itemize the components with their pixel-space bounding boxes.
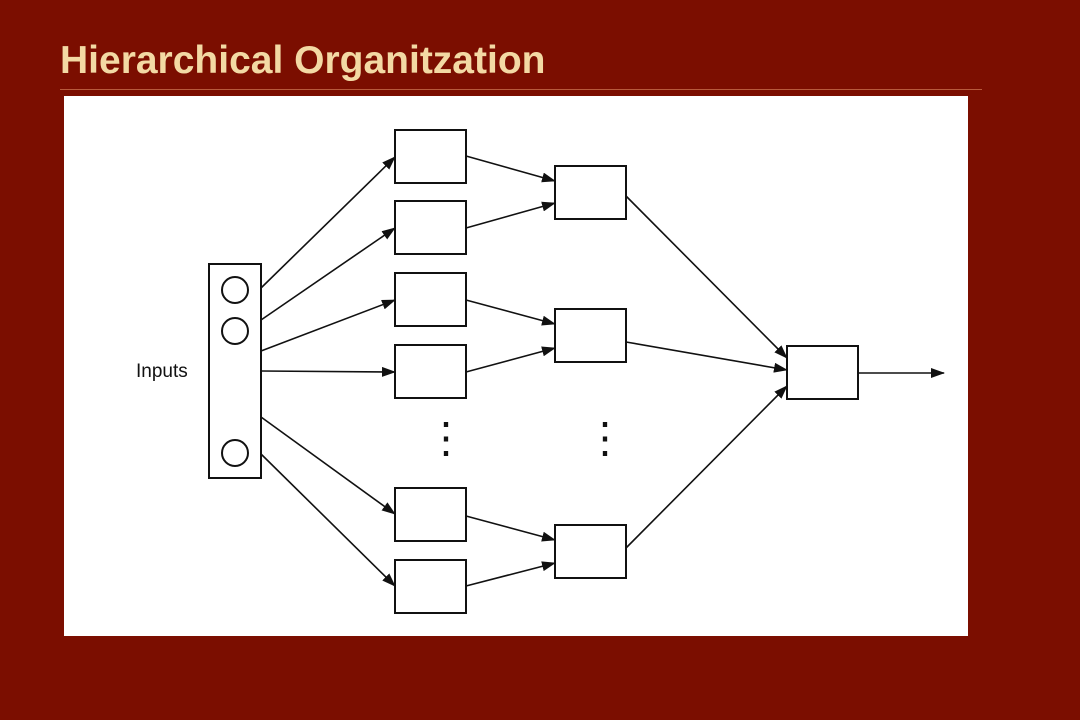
- arrow-input-to-box-2: [260, 227, 396, 321]
- input-container: [208, 263, 262, 479]
- diagram-panel: Inputs: [64, 96, 968, 636]
- arrow-box2-to-l2-1: [465, 201, 556, 229]
- arrow-input-to-box-4: [260, 366, 396, 377]
- arrow-input-to-box-6: [260, 453, 396, 587]
- slide-title: Hierarchical Organitzation: [60, 39, 546, 82]
- layer2-box-2: [554, 308, 627, 363]
- layer2-box-1: [554, 165, 627, 220]
- inputs-label: Inputs: [136, 361, 188, 382]
- hierarchical-network-diagram: Inputs: [136, 129, 945, 614]
- arrow-input-to-box-1: [260, 156, 396, 289]
- output-box: [786, 345, 859, 400]
- ellipsis-layer1: ⋮: [425, 414, 467, 461]
- input-node-2: [221, 317, 249, 345]
- arrow-l2-3-to-output: [625, 385, 788, 549]
- layer1-box-4: [394, 344, 467, 399]
- layer1-box-5: [394, 487, 467, 542]
- input-node-n: [221, 439, 249, 467]
- layer2-box-3: [554, 524, 627, 579]
- arrow-input-to-box-3: [260, 299, 396, 352]
- arrow-box6-to-l2-3: [465, 561, 556, 587]
- title-underline: [60, 89, 982, 90]
- layer2-to-output-connections: [625, 195, 945, 549]
- arrow-input-to-box-5: [260, 416, 396, 515]
- input-layer: [208, 263, 262, 479]
- ellipsis-layer2: ⋮: [584, 414, 626, 461]
- input-connections: [260, 156, 396, 587]
- layer1-to-layer2-connections: [465, 155, 556, 587]
- arrow-box3-to-l2-2: [465, 299, 556, 326]
- layer1-box-1: [394, 129, 467, 184]
- arrow-l2-1-to-output: [625, 195, 788, 359]
- layer1-box-2: [394, 200, 467, 255]
- layer1-box-3: [394, 272, 467, 327]
- arrow-box1-to-l2-1: [465, 155, 556, 183]
- arrow-box4-to-l2-2: [465, 346, 556, 373]
- second-layer: [554, 165, 627, 579]
- arrow-l2-2-to-output: [625, 341, 788, 373]
- layer1-box-6: [394, 559, 467, 614]
- arrow-box5-to-l2-3: [465, 515, 556, 542]
- input-node-1: [221, 276, 249, 304]
- first-layer: [394, 129, 467, 614]
